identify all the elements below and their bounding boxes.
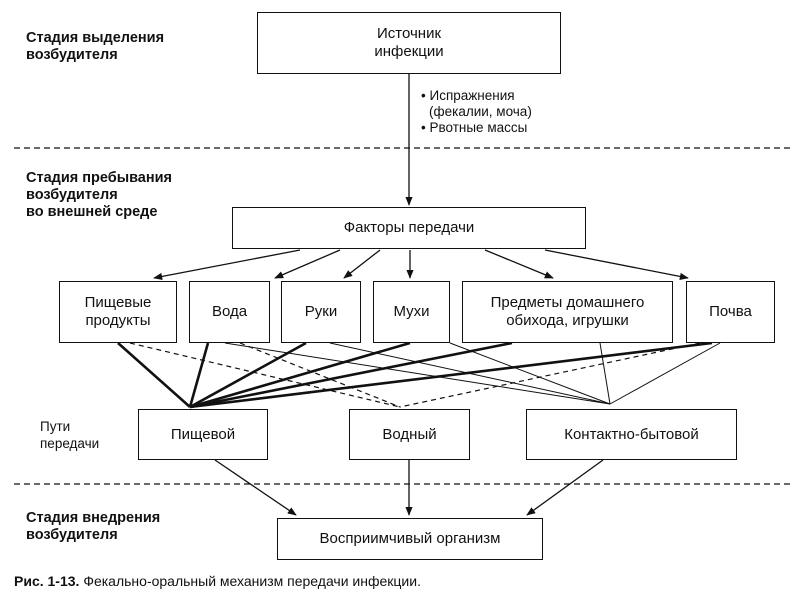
arrow-factor [544,249,689,280]
factors-title-box: Факторы передачи [232,207,586,249]
link-contact-route [224,342,611,405]
link-water-route [129,342,401,408]
arrow-factor [484,249,554,279]
route-label: Пищевой [170,425,236,443]
source-label: Источник инфекции [374,25,444,60]
arrow-factor [274,249,341,279]
link-food-route [189,341,513,409]
link-food-route [189,341,307,409]
stage-environment-label: Стадия пребывания возбудителя во внешней… [26,170,172,220]
factor-label: Вода [211,303,248,320]
factor-hands: Руки [281,281,361,343]
excretion-item: • Рвотные массы [421,120,528,135]
link-water-route [399,342,701,408]
link-contact-route [599,342,611,405]
link-food-route [189,341,713,409]
factors-title: Факторы передачи [343,219,475,236]
route-water: Водный [349,409,470,460]
stage-introduction-label: Стадия внедрения возбудителя [26,510,161,543]
factor-water: Вода [189,281,270,343]
link-food-route [189,341,411,409]
factor-label: Пищевые продукты [84,294,152,329]
factor-label: Мухи [393,303,430,320]
caption-text: Фекально-оральный механизм передачи инфе… [83,573,421,589]
factor-flies: Мухи [373,281,450,343]
link-food-route [117,342,191,408]
route-label: Контактно-бытовой [564,425,699,443]
route-contact-household: Контактно-бытовой [526,409,737,460]
link-water-route [239,342,401,408]
arrow-route-to-target [526,459,604,516]
route-food: Пищевой [138,409,268,460]
route-label: Водный [382,425,437,443]
link-contact-route [449,342,611,405]
figure-caption: Рис. 1-13. Фекально-оральный механизм пе… [14,573,421,589]
caption-number: Рис. 1-13. [14,573,80,589]
factor-household-items: Предметы домашнего обихода, игрушки [462,281,673,343]
link-contact-route [609,342,721,405]
link-food-route [188,342,210,408]
factor-soil: Почва [686,281,775,343]
link-contact-route [329,342,611,405]
target-organism-box: Восприимчивый организм [277,518,543,560]
factor-label: Почва [709,303,752,320]
factor-label: Руки [304,303,338,320]
factor-label: Предметы домашнего обихода, игрушки [490,294,645,329]
excretion-list: • Испражнения (фекалии, моча) • Рвотные … [421,88,532,136]
factor-food-products: Пищевые продукты [59,281,177,343]
arrow-route-to-target [214,459,297,516]
stage-isolation-label: Стадия выделения возбудителя [26,30,165,63]
excretion-item: • Испражнения [421,88,515,103]
excretion-item: (фекалии, моча) [429,104,532,119]
source-box: Источник инфекции [257,12,561,74]
target-label: Восприимчивый организм [319,530,501,547]
arrow-factor [153,249,301,281]
routes-label: Пути передачи [40,419,100,451]
arrow-factor [343,249,381,279]
